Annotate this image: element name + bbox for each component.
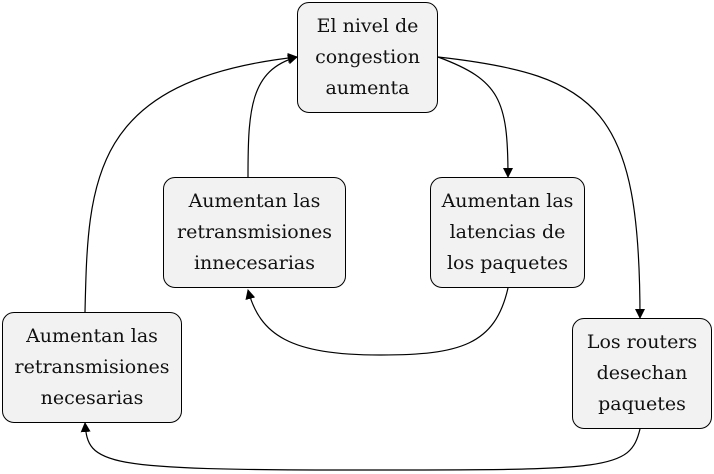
edge-necesarias-to-congestion: [84, 53, 298, 313]
node-text-line: retransmisiones: [177, 221, 332, 243]
node-unnecessary-retransmissions: Aumentan las retransmisiones innecesarias: [163, 177, 346, 288]
edge-latencias-to-innecesarias: [245, 287, 509, 356]
node-routers-drop-packets: Los routers desechan paquetes: [572, 318, 712, 429]
node-text-line: los paquetes: [446, 252, 569, 274]
node-necessary-retransmissions: Aumentan las retransmisiones necesarias: [2, 312, 182, 423]
node-text-line: El nivel de: [316, 15, 419, 37]
node-text-line: Aumentan las: [26, 325, 158, 347]
node-text-line: aumenta: [325, 77, 410, 99]
node-text-line: desechan: [596, 362, 688, 384]
node-text-line: necesarias: [40, 387, 144, 409]
node-text-line: congestion: [315, 46, 420, 68]
node-text-line: innecesarias: [193, 252, 315, 274]
node-text-line: paquetes: [598, 393, 686, 415]
node-congestion-increases: El nivel de congestion aumenta: [297, 2, 438, 113]
edge-innecesarias-to-congestion: [247, 54, 298, 178]
edge-congestion-to-latencias: [437, 56, 513, 178]
node-text-line: retransmisiones: [14, 356, 170, 378]
node-text-line: Los routers: [586, 331, 698, 353]
node-text-line: Aumentan las: [441, 190, 574, 212]
node-text-line: Aumentan las: [188, 190, 321, 212]
node-packet-latency: Aumentan las latencias de los paquetes: [430, 177, 585, 288]
edge-routers-to-necesarias: [80, 422, 641, 471]
node-text-line: latencias de: [449, 221, 566, 243]
edge-congestion-to-routers: [437, 56, 645, 319]
